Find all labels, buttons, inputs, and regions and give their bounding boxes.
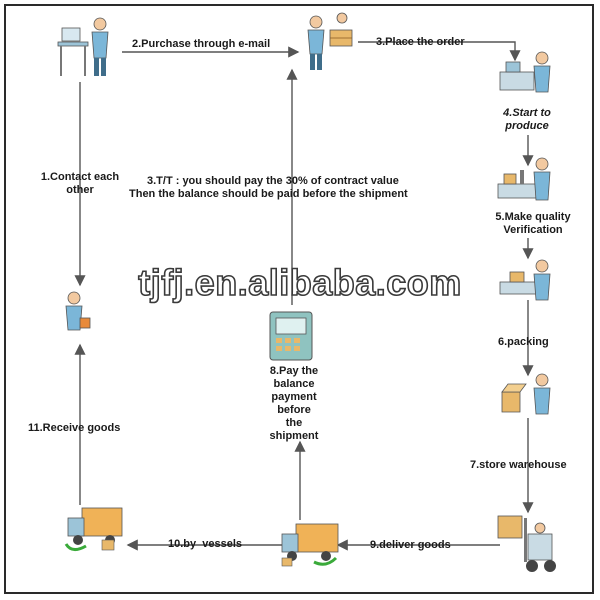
step-10-label: 10.by vessels [168, 538, 243, 550]
person-box-icon [307, 12, 353, 70]
truck-left-icon [64, 507, 123, 551]
production-worker-icon [499, 51, 551, 93]
watermark: tjfj.en.alibaba.com [137, 261, 462, 304]
step-1-label: 1.Contact each other [40, 171, 120, 196]
step-6-label: 6.packing [498, 336, 549, 348]
outer-frame [4, 4, 594, 594]
step-3-label: 3.Place the order [376, 36, 465, 48]
quality-check-icon [497, 157, 551, 201]
step-7-label: 7.store warehouse [470, 459, 567, 471]
step-8-label: 8.Pay the balance payment before the shi… [269, 365, 319, 442]
step-2-label: 2.Purchase through e-mail [132, 38, 271, 50]
payment-terminal-icon [269, 311, 313, 361]
packing-icon [499, 259, 551, 301]
step-4-label: 4.Start to produce [503, 107, 551, 132]
arrow-step-3 [358, 41, 521, 62]
step-11-label: 11.Receive goods [28, 422, 121, 434]
warehouse-worker-icon [501, 373, 551, 415]
truck-center-icon [281, 523, 339, 567]
receiver-person-icon [65, 291, 91, 331]
step-9-label: 9.deliver goods [370, 539, 451, 551]
forklift-icon [497, 515, 556, 572]
step-5-label: 5.Make quality Verification [495, 211, 571, 236]
payment-note-line-2: Then the balance should be paid before t… [129, 188, 408, 200]
payment-note-line-1: 3.T/T : you should pay the 30% of contra… [147, 175, 399, 187]
person-desk-icon [57, 17, 109, 76]
